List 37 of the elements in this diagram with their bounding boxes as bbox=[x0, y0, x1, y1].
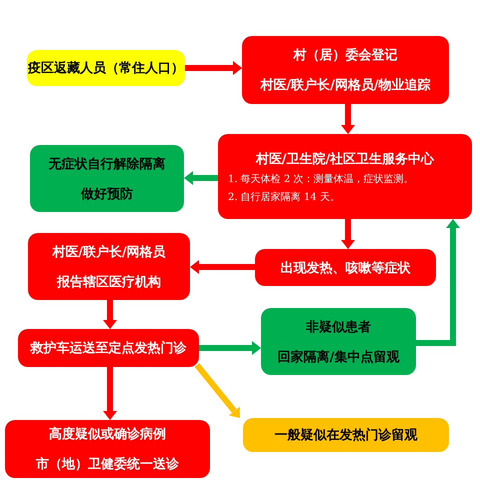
box-heading: 高度疑似或确诊病例 bbox=[49, 426, 166, 443]
arrow bbox=[103, 367, 117, 420]
arrow bbox=[184, 171, 218, 185]
arrow bbox=[199, 341, 261, 355]
box-text: 市（地）卫健委统一送诊 bbox=[36, 456, 179, 473]
box-text: 出现发热、咳嗽等症状 bbox=[280, 260, 410, 276]
list-item: 1. 每天体检 2 次：测量体温，症状监测。 bbox=[228, 172, 414, 186]
box-heading: 村（居）委会登记 bbox=[294, 46, 398, 64]
arrow bbox=[190, 260, 255, 274]
process-box bbox=[255, 249, 436, 286]
box-text: 报告辖区医疗机构 bbox=[57, 274, 161, 290]
outcome-box bbox=[5, 420, 210, 478]
process-box bbox=[27, 50, 185, 86]
box-text: 一般疑似在发热门诊留观 bbox=[274, 426, 418, 444]
arrow bbox=[185, 61, 242, 75]
process-box bbox=[218, 134, 472, 219]
outcome-box bbox=[261, 308, 416, 375]
arrow bbox=[416, 219, 460, 346]
process-box bbox=[28, 233, 190, 300]
process-box bbox=[242, 36, 449, 104]
box-text: 做好预防 bbox=[81, 186, 133, 202]
arrow bbox=[194, 363, 240, 418]
arrow bbox=[103, 300, 117, 329]
process-box bbox=[18, 329, 199, 367]
box-text: 疫区返藏人员（常住人口） bbox=[28, 60, 184, 77]
box-heading: 非疑似患者 bbox=[306, 318, 371, 336]
box-text: 救护车运送至定点发热门诊 bbox=[30, 340, 186, 357]
arrow bbox=[341, 104, 355, 134]
box-text: 村医/联户长/网格员/物业追踪 bbox=[260, 76, 431, 94]
arrow bbox=[341, 219, 355, 249]
box-text: 回家隔离/集中点留观 bbox=[278, 348, 400, 366]
outcome-box bbox=[243, 418, 449, 452]
outcome-box bbox=[30, 145, 184, 212]
box-heading: 村医/卫生院/社区卫生服务中心 bbox=[256, 150, 434, 168]
list-item: 2. 自行居家隔离 14 天。 bbox=[228, 190, 340, 204]
box-heading: 村医/联户长/网格员 bbox=[52, 244, 166, 260]
box-heading: 无症状自行解除隔离 bbox=[48, 156, 166, 172]
